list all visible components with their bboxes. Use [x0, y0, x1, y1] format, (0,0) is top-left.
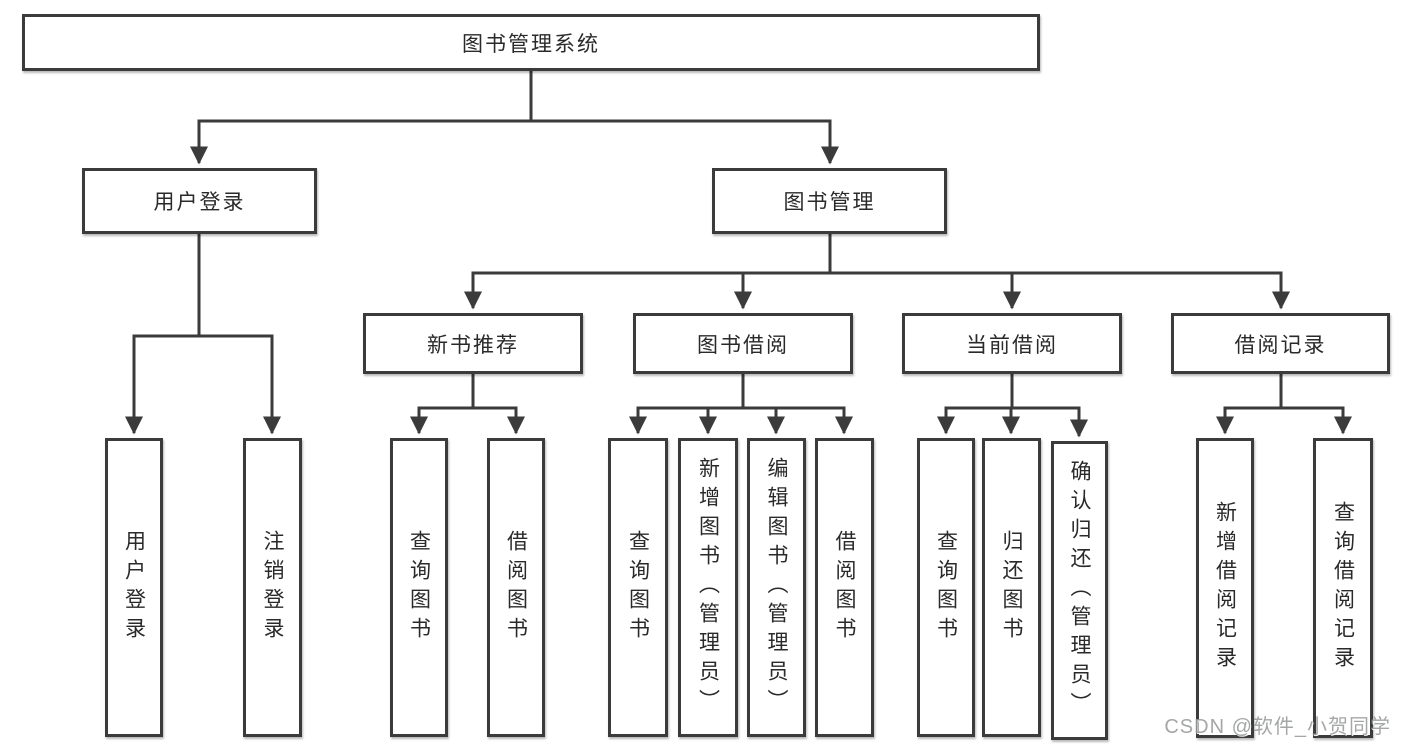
- leaf-label: 查询图书: [626, 529, 650, 646]
- leaf-query-books-newbook: 查询图书: [390, 438, 448, 737]
- leaf-label: 查询借阅记录: [1331, 501, 1355, 675]
- node-label: 借阅记录: [1234, 333, 1327, 357]
- leaf-return-book: 归还图书: [982, 438, 1041, 737]
- node-label: 当前借阅: [966, 333, 1058, 357]
- node-new-book-recommend: 新书推荐: [363, 313, 583, 374]
- leaf-label: 用户登录: [122, 529, 146, 646]
- leaf-label: 确认归还（管理员）: [1068, 460, 1091, 721]
- node-label: 新书推荐: [427, 333, 519, 357]
- leaf-label: 查询图书: [407, 529, 431, 646]
- leaf-label: 注销登录: [261, 529, 284, 646]
- leaf-label: 借阅图书: [504, 529, 528, 646]
- leaf-query-books-borrow: 查询图书: [608, 438, 668, 737]
- leaf-label: 新增借阅记录: [1213, 501, 1237, 675]
- leaf-borrow-books-borrow: 借阅图书: [815, 438, 874, 737]
- node-book-management: 图书管理: [712, 168, 947, 234]
- node-borrow-records: 借阅记录: [1171, 313, 1390, 374]
- leaf-label: 新增图书（管理员）: [696, 457, 720, 718]
- connector-trunks: [132, 69, 1345, 410]
- leaf-confirm-return-admin: 确认归还（管理员）: [1051, 441, 1108, 740]
- node-current-borrow: 当前借阅: [902, 313, 1122, 374]
- leaf-query-borrow-record: 查询借阅记录: [1313, 438, 1373, 738]
- leaf-label: 查询图书: [934, 529, 958, 646]
- node-book-borrow: 图书借阅: [633, 313, 853, 374]
- node-label: 图书借阅: [697, 333, 789, 357]
- leaf-add-book-admin: 新增图书（管理员）: [678, 438, 738, 737]
- node-label: 图书管理系统: [462, 32, 600, 56]
- node-label: 图书管理: [783, 191, 876, 214]
- leaf-add-borrow-record: 新增借阅记录: [1196, 438, 1254, 738]
- leaf-user-login: 用户登录: [105, 438, 163, 737]
- node-user-login: 用户登录: [82, 168, 317, 234]
- leaf-borrow-books-newbook: 借阅图书: [487, 438, 545, 737]
- watermark: CSDN @软件_小贺同学: [1164, 716, 1391, 738]
- node-label: 用户登录: [153, 191, 246, 214]
- leaf-query-books-current: 查询图书: [917, 438, 975, 737]
- leaf-logout: 注销登录: [243, 438, 302, 737]
- leaf-label: 归还图书: [1000, 529, 1023, 646]
- leaf-edit-book-admin: 编辑图书（管理员）: [747, 438, 806, 737]
- leaf-label: 编辑图书（管理员）: [765, 457, 788, 718]
- node-library-management-system: 图书管理系统: [22, 14, 1040, 71]
- leaf-label: 借阅图书: [833, 529, 856, 646]
